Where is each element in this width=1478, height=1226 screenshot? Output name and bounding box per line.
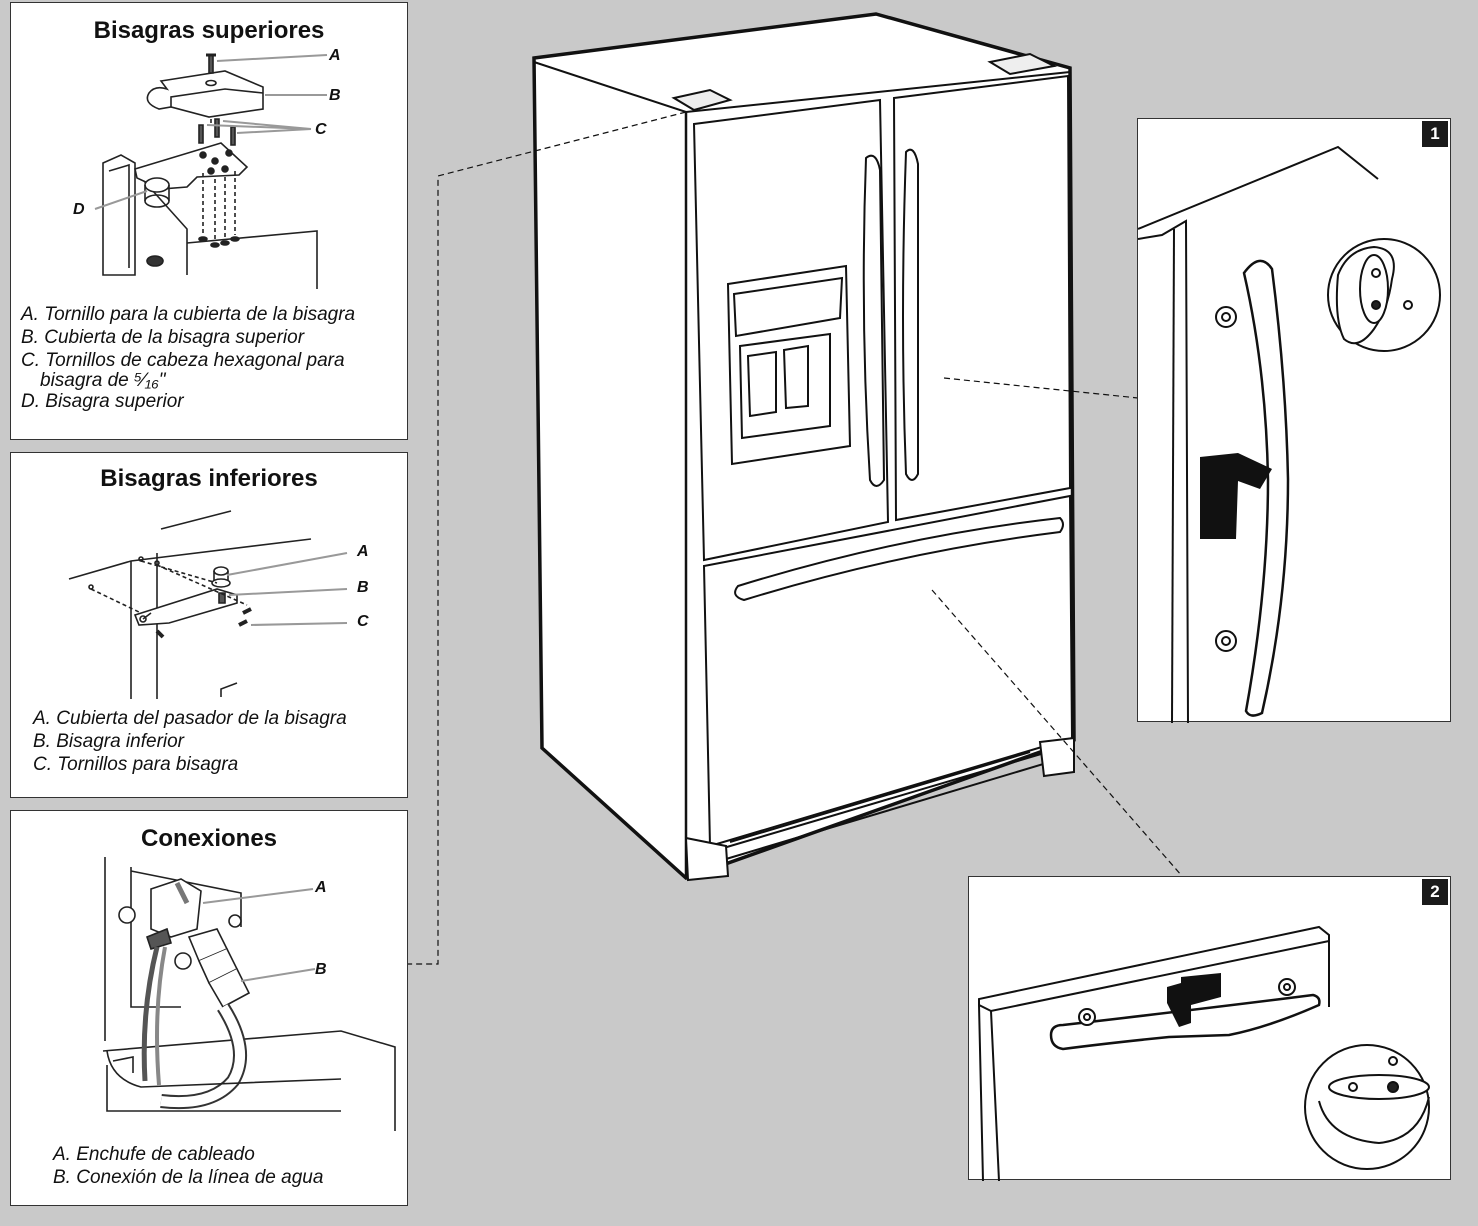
- connections-illustration: [102, 857, 396, 1131]
- lower-callout-a: A: [357, 543, 369, 560]
- upper-callout-a: A: [329, 47, 341, 64]
- upper-callout-c: C: [315, 121, 327, 138]
- upper-hinges-legend: A. Tornillo para la cubierta de la bisag…: [21, 303, 355, 413]
- door-handle-detail-illustration: [1138, 145, 1441, 723]
- upper-legend-b: B. Cubierta de la bisagra superior: [21, 327, 305, 348]
- lower-hinge-illustration: [68, 510, 348, 699]
- detail-step-1-panel: 1: [1137, 118, 1451, 723]
- upper-legend-a: A. Tornillo para la cubierta de la bisag…: [21, 304, 356, 325]
- upper-hinge-illustration: [94, 53, 328, 289]
- connections-callout-b: B: [315, 961, 327, 978]
- connections-legend-b: B. Conexión de la línea de agua: [53, 1167, 324, 1188]
- lower-hinges-title: Bisagras inferiores: [100, 465, 318, 492]
- detail-step-2-panel: 2: [968, 876, 1451, 1181]
- upper-hinges-title: Bisagras superiores: [93, 17, 325, 44]
- connections-legend-a: A. Enchufe de cableado: [53, 1144, 255, 1165]
- upper-hinges-panel: Bisagras superiores: [10, 2, 408, 440]
- connections-title: Conexiones: [140, 825, 278, 852]
- lower-legend-b: B. Bisagra inferior: [33, 731, 185, 752]
- lower-hinges-legend: A. Cubierta del pasador de la bisagra B.…: [33, 707, 347, 776]
- upper-callout-b: B: [329, 87, 341, 104]
- upper-callout-d: D: [73, 201, 85, 218]
- lower-legend-a: A. Cubierta del pasador de la bisagra: [33, 708, 347, 729]
- upper-legend-c-cont: bisagra de ⁵⁄₁₆": [40, 370, 166, 391]
- lower-hinges-panel: Bisagras inferiores: [10, 452, 408, 798]
- detail-step-1-badge: 1: [1422, 121, 1448, 147]
- lower-callout-b: B: [357, 579, 369, 596]
- drawer-handle-detail-illustration: [978, 925, 1430, 1181]
- connections-legend: A. Enchufe de cableado B. Conexión de la…: [53, 1143, 323, 1189]
- connections-panel: Conexiones: [10, 810, 408, 1206]
- lower-callout-c: C: [357, 613, 369, 630]
- upper-legend-d: D. Bisagra superior: [21, 391, 184, 412]
- detail-step-2-badge: 2: [1422, 879, 1448, 905]
- upper-legend-c: C. Tornillos de cabeza hexagonal para: [21, 350, 345, 371]
- lower-legend-c: C. Tornillos para bisagra: [33, 754, 239, 775]
- connections-callout-a: A: [315, 879, 327, 896]
